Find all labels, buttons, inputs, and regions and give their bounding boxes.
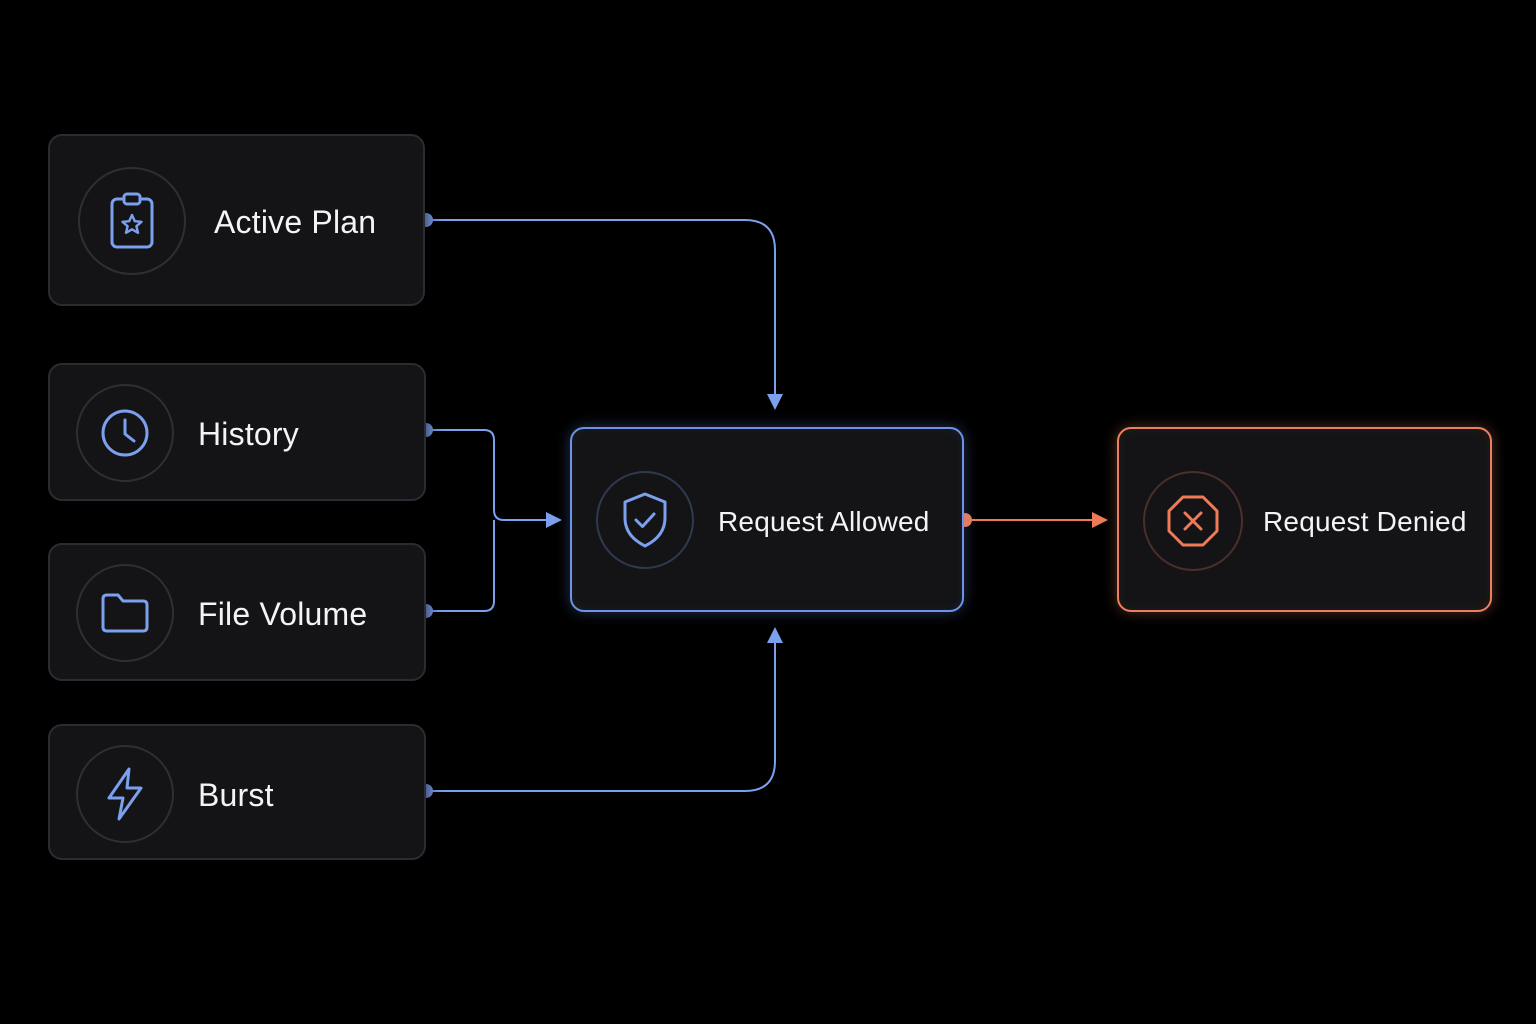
badge-request-denied	[1143, 471, 1243, 571]
badge-burst	[76, 745, 174, 843]
connector-file-volume	[419, 512, 562, 618]
node-file-volume[interactable]: File Volume	[48, 543, 426, 681]
node-request-denied[interactable]: Request Denied	[1117, 427, 1492, 612]
badge-file-volume	[76, 564, 174, 662]
node-label: Request Allowed	[718, 506, 930, 537]
connector-allowed-to-denied	[958, 512, 1108, 528]
connector-active-plan	[419, 213, 783, 410]
node-history[interactable]: History	[48, 363, 426, 501]
node-request-allowed[interactable]: Request Allowed	[570, 427, 964, 612]
node-label: Active Plan	[214, 204, 377, 240]
node-active-plan[interactable]: Active Plan	[48, 134, 425, 306]
clipboard-star-icon	[110, 192, 154, 249]
node-label: File Volume	[198, 596, 368, 632]
badge-request-allowed	[596, 471, 694, 569]
clock-icon	[101, 409, 149, 457]
badge-history	[76, 384, 174, 482]
lightning-icon	[107, 767, 143, 821]
node-label: Burst	[198, 777, 274, 813]
octagon-x-icon	[1167, 495, 1219, 547]
connector-burst	[419, 627, 783, 798]
node-label: Request Denied	[1263, 506, 1467, 537]
connector-history	[419, 423, 548, 521]
folder-icon	[101, 593, 149, 633]
node-burst[interactable]: Burst	[48, 724, 426, 860]
shield-check-icon	[623, 492, 667, 548]
badge-active-plan	[78, 167, 186, 275]
node-label: History	[198, 416, 299, 452]
